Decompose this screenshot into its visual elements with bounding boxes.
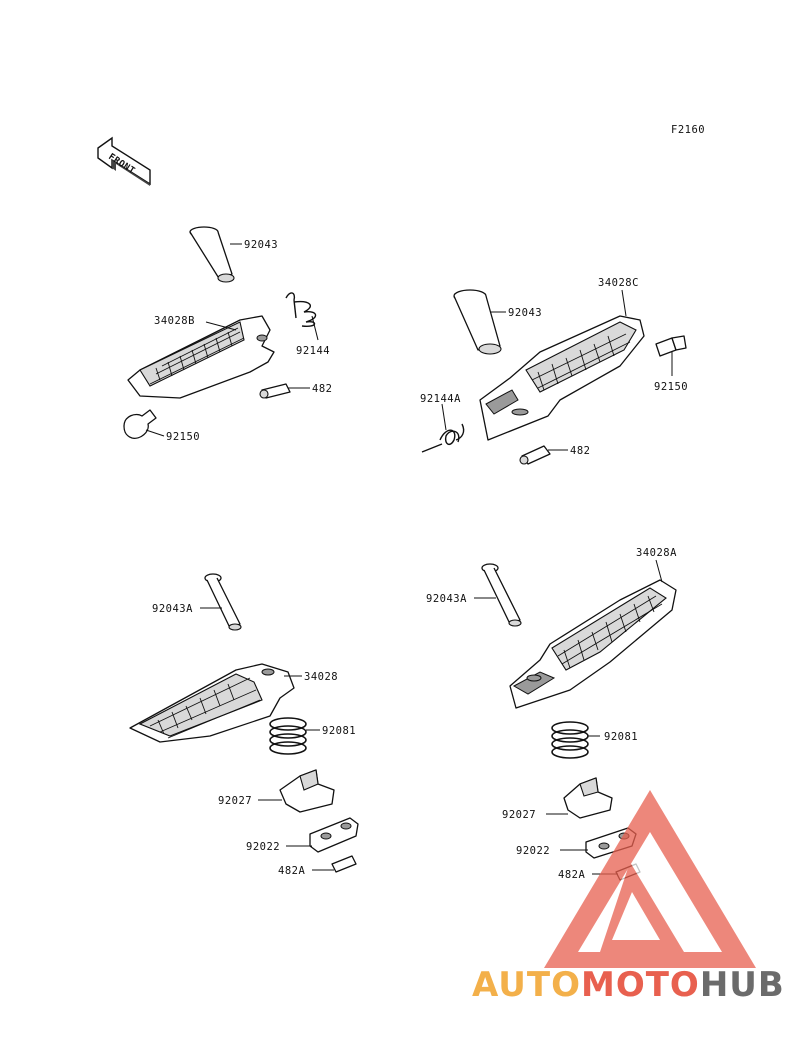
pin-92043-tr (453, 289, 502, 355)
spring-92144-tl (285, 292, 317, 328)
pin-92043A-br (481, 563, 522, 627)
footpeg-34028 (129, 663, 295, 743)
bolt-92150-tr (655, 335, 687, 357)
bushing-482-tr (519, 445, 551, 465)
stopper-92027-br (563, 777, 613, 819)
bushing-482A-bl (331, 855, 357, 873)
pin-92043-tl (189, 226, 235, 283)
front-arrow-icon: FRONT (97, 136, 151, 186)
watermark-hub: HUB (700, 965, 785, 1005)
watermark-moto: MOTO (581, 965, 700, 1005)
label-482A-br: 482A (558, 869, 585, 881)
spring-92081-br (551, 721, 589, 759)
spring-92144A (421, 423, 465, 453)
label-92022-br: 92022 (516, 845, 550, 857)
label-92043A-bl: 92043A (152, 603, 193, 615)
label-92081-br: 92081 (604, 731, 638, 743)
label-482A-bl: 482A (278, 865, 305, 877)
plate-92022-bl (309, 817, 359, 853)
label-34028: 34028 (304, 671, 338, 683)
label-34028A: 34028A (636, 547, 677, 559)
footpeg-assembly-bottom-left: 92043A 34028 92081 92027 92022 482A (129, 573, 359, 877)
label-34028B: 34028B (154, 315, 195, 327)
pin-92043A-bl (204, 573, 242, 631)
label-92081-bl: 92081 (322, 725, 356, 737)
label-92027-br: 92027 (502, 809, 536, 821)
footpeg-34028B (127, 315, 275, 399)
label-92043-tr: 92043 (508, 307, 542, 319)
label-34028C: 34028C (598, 277, 639, 289)
label-92027-bl: 92027 (218, 795, 252, 807)
figure-code: F2160 (671, 124, 705, 136)
triangle-logo-icon (544, 790, 756, 968)
stopper-92027-bl (279, 769, 335, 813)
footpeg-34028C (479, 315, 645, 441)
label-482-tr: 482 (570, 445, 590, 457)
watermark-text: AUTOMOTOHUB (472, 965, 785, 1005)
label-92043-tl: 92043 (244, 239, 278, 251)
label-92150-tl: 92150 (166, 431, 200, 443)
bushing-482-tl (259, 383, 291, 399)
watermark-auto: AUTO (472, 965, 581, 1005)
label-92150-tr: 92150 (654, 381, 688, 393)
spring-92081-bl (269, 717, 307, 755)
label-92144: 92144 (296, 345, 330, 357)
footpeg-assembly-top-left: 92043 34028B 92144 482 92150 (123, 226, 332, 443)
label-92144A: 92144A (420, 393, 461, 405)
label-92022-bl: 92022 (246, 841, 280, 853)
watermark-logo: AUTOMOTOHUB (472, 790, 785, 1005)
footpeg-assembly-bottom-right: 92043A 34028A 92081 92027 92022 482A (426, 547, 677, 881)
label-92043A-br: 92043A (426, 593, 467, 605)
bolt-92150-tl (123, 409, 157, 439)
footpeg-34028A (509, 579, 677, 709)
footpeg-assembly-top-right: 92043 34028C 92150 92144A 482 (420, 277, 688, 465)
label-482-tl: 482 (312, 383, 332, 395)
